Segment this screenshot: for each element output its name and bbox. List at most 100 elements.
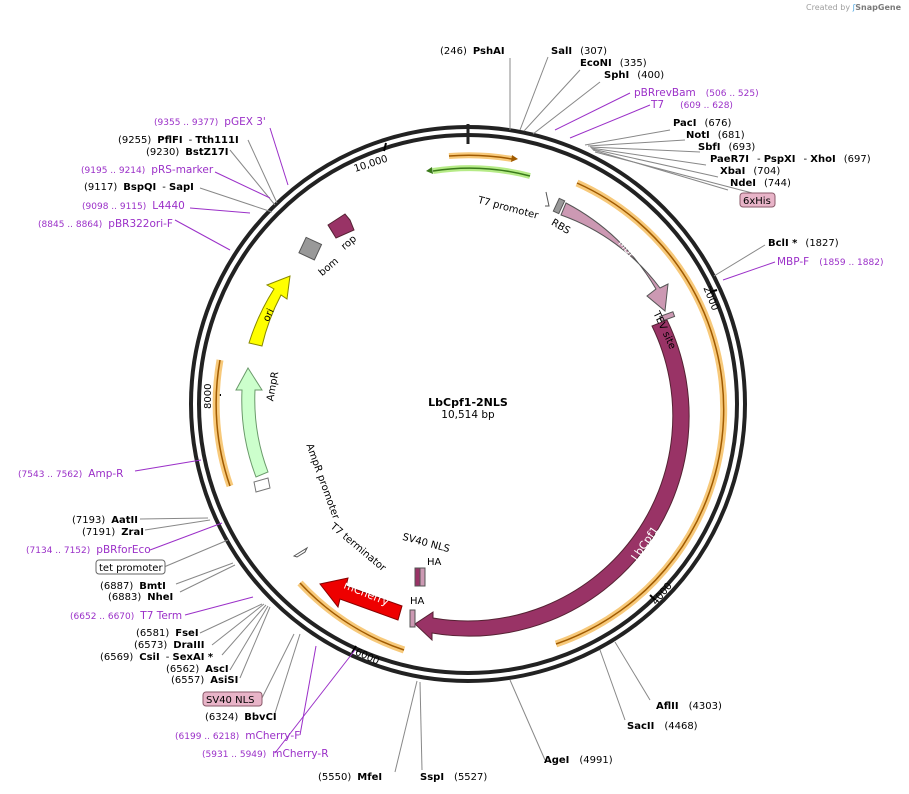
enzyme-lines [139,56,766,773]
enzyme-draiii[interactable]: DraIII [173,640,204,651]
credit-text: Created by [806,3,851,12]
tev-feature[interactable] [659,311,676,322]
primer-mbp-f[interactable]: MBP-F [777,256,809,268]
bom-feature[interactable] [298,236,323,261]
enzyme-noti[interactable]: NotI [686,130,710,141]
primer-pbrforeco[interactable]: pBRforEco [96,544,150,556]
enzyme-sbfi[interactable]: SbfI [698,142,720,153]
primer-range-mcherry-r: (5931 .. 5949) [202,750,266,760]
primer-pgex3[interactable]: pGEX 3' [224,116,266,128]
primer-range-t7: (609 .. 628) [680,101,733,111]
svg-text:(6652 .. 6670)T7 Term: (6652 .. 6670)T7 Term [70,610,182,622]
enzyme-sacii[interactable]: SacII [627,721,654,732]
primer-prs-marker[interactable]: pRS-marker [151,164,214,176]
svg-text:T7(609 .. 628): T7 (609 .. 628) [650,99,733,111]
snapgene-logo-icon: ʃ [852,3,856,12]
enzyme-econi[interactable]: EcoNI [580,58,612,69]
box-tet-promoter[interactable]: tet promoter [95,539,229,575]
enzyme-bstz17i[interactable]: BstZ17I [185,147,228,158]
enzyme-pos-ndei: (744) [764,178,791,189]
enzyme-bcli[interactable]: BclI * [768,238,798,249]
enzyme-aflii[interactable]: AflII [656,701,679,712]
box-6xhis[interactable]: 6xHis [594,151,776,208]
enzyme-ndei[interactable]: NdeI [730,178,756,189]
primer-range-pbr322ori-f: (8845 .. 8864) [38,220,102,230]
svg-text:SspI(5527): SspI(5527) [420,772,487,783]
svg-text:MBP-F(1859 .. 1882): MBP-F(1859 .. 1882) [777,256,883,268]
enzyme-paer7i[interactable]: PaeR7I [710,154,749,165]
tick-8000: 8000 [203,384,214,409]
svg-text:(6324)BbvCI: (6324)BbvCI [205,712,277,723]
primer-amp-r[interactable]: Amp-R [88,468,123,480]
svg-text:(7193)AatII: (7193)AatII [72,515,138,526]
box-sv40-nls[interactable]: SV40 NLS [202,633,295,707]
ampr-feature[interactable] [235,367,269,478]
enzyme-pos-bstz17i: (9230) [146,147,179,158]
svg-text:(6562)AscI: (6562)AscI [166,664,229,675]
primer-pbrrevbam[interactable]: pBRrevBam [634,87,696,99]
ampr-promoter-feature[interactable] [253,477,271,493]
enzyme-pos-pflfi: (9255) [118,135,151,146]
enzyme-pos-pshai: (246) [440,46,467,57]
sv40nls-feature[interactable] [414,567,421,587]
enzyme-paci[interactable]: PacI [673,118,696,129]
enzyme-bspqi[interactable]: BspQI [123,182,156,193]
primer-pbr322ori-f[interactable]: pBR322ori-F [108,218,173,230]
enzyme-mfei[interactable]: MfeI [357,772,382,783]
enzyme-pos-xhoi: (697) [844,154,871,165]
svg-text:PacI(676): PacI(676) [673,118,731,129]
t7-terminator-feature[interactable] [292,546,309,558]
ori-label: ori [261,307,276,323]
enzyme-fsei[interactable]: FseI [175,628,198,639]
primer-t7[interactable]: T7 [650,99,664,111]
t7-promoter-label: T7 promoter [476,195,541,222]
svg-text:pBRrevBam(506 .. 525): pBRrevBam(506 .. 525) [634,87,759,99]
primer-mcherry-r[interactable]: mCherry-R [272,748,328,760]
ha2-feature[interactable] [409,609,416,628]
svg-text:(9230)BstZ17I: (9230) BstZ17I [146,147,229,158]
enzyme-sali[interactable]: SalI [551,46,572,57]
enzyme-aatii[interactable]: AatII [111,515,138,526]
rop-feature[interactable] [327,213,355,239]
primer-range-pbrforeco: (7134 .. 7152) [26,546,90,556]
primer-t7term[interactable]: T7 Term [139,610,182,622]
enzyme-sexai[interactable]: SexAI * [173,652,214,663]
lbcpf1-feature[interactable] [414,319,690,642]
enzyme-pflfi[interactable]: PflFI [157,135,182,146]
enzyme-pos-csii: (6569) [100,652,133,663]
enzyme-bmti[interactable]: BmtI [139,581,166,592]
enzyme-zrai[interactable]: ZraI [121,527,144,538]
svg-text:(8845 .. 8864)pBR322ori-F: (8845 .. 8864) pBR322ori-F [38,218,173,230]
primer-mcherry-f[interactable]: mCherry-F [245,730,300,742]
enzyme-nhei[interactable]: NheI [147,592,173,603]
t7-promoter-feature[interactable] [545,191,550,207]
enzyme-sphi[interactable]: SphI [604,70,629,81]
orange-arcs [212,152,728,654]
ha-feature[interactable] [419,567,426,587]
primer-l4440[interactable]: L4440 [152,200,185,212]
enzyme-pspxi[interactable]: PspXI [764,154,796,165]
svg-text:(6887)BmtI: (6887)BmtI [100,581,166,592]
ori-feature[interactable] [248,275,291,347]
enzyme-asci[interactable]: AscI [205,664,228,675]
mbp-feature[interactable] [560,202,669,312]
svg-text:NotI(681): NotI(681) [686,130,745,141]
svg-text:(5931 .. 5949)mCherry-R: (5931 .. 5949) mCherry-R [202,748,329,760]
enzyme-pos-xbai: (704) [753,166,780,177]
rbs-feature[interactable] [552,197,566,215]
enzyme-pshai[interactable]: PshAI [473,46,505,57]
bom-label: bom [317,256,341,279]
enzyme-sspi[interactable]: SspI [420,772,444,783]
enzyme-tth111i[interactable]: Tth111I [195,135,238,146]
enzyme-pos-sbfi: (693) [728,142,755,153]
enzyme-xhoi[interactable]: XhoI [810,154,835,165]
svg-text:(9195 .. 9214)pRS-marker: (9195 .. 9214)pRS-marker [81,164,214,176]
enzyme-agei[interactable]: AgeI [544,755,569,766]
enzyme-sapi[interactable]: SapI [169,182,194,193]
enzyme-csii[interactable]: CsiI [139,652,159,663]
enzyme-xbai[interactable]: XbaI [720,166,745,177]
enzyme-bbvci[interactable]: BbvCI [244,712,276,723]
enzyme-asisi[interactable]: AsiSI [210,675,238,686]
mcherry-feature[interactable] [319,577,403,621]
svg-text:(9355 .. 9377)pGEX 3': (9355 .. 9377)pGEX 3' [154,116,266,128]
